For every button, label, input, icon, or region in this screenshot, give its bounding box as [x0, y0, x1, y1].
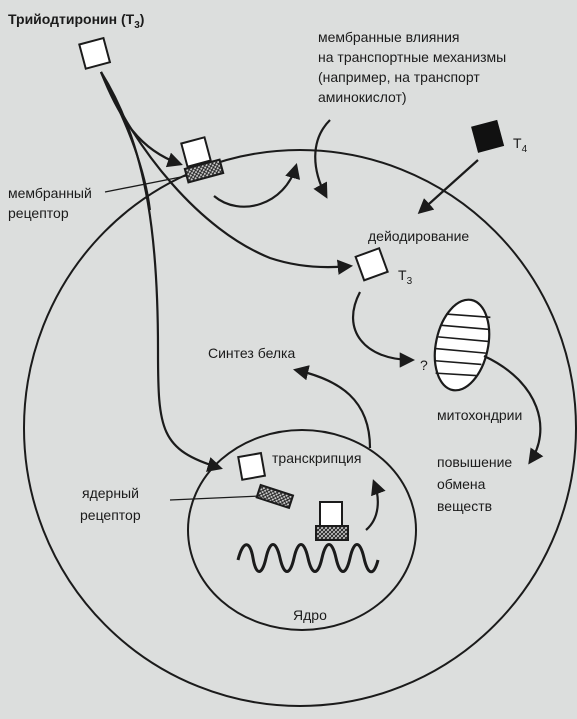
membrane-receptor-label-1: мембранный — [8, 185, 92, 201]
t3-cell-label: T3 — [398, 267, 413, 287]
nuclear-receptor-hatch — [257, 485, 293, 508]
t3-hormone-box-cell — [356, 248, 388, 280]
deiodination-label: дейодирование — [368, 228, 469, 244]
arrow-protein-synthesis — [296, 370, 370, 448]
membrane-receptor-label-2: рецептор — [8, 205, 69, 221]
mitochondrion — [427, 295, 497, 396]
mitochondria-label: митохондрии — [437, 407, 522, 423]
dna-strand — [238, 545, 378, 572]
arrow-t3-to-mitochondria — [353, 292, 412, 360]
increase-label-2: обмена — [437, 476, 486, 492]
arrow-t4-deiodination — [420, 160, 478, 212]
membrane-effects-1: мембранные влияния — [318, 29, 460, 45]
t3-nucleus-box — [238, 453, 265, 480]
arrow-to-membrane-receptor — [101, 72, 180, 164]
arrow-transcription — [366, 482, 378, 530]
arrow-membrane-effects — [315, 120, 330, 196]
membrane-effects-3: (например, на транспорт — [318, 69, 480, 85]
nucleus-label: Ядро — [293, 607, 327, 623]
membrane-effects-4: аминокислот) — [318, 89, 407, 105]
arrow-receptor-effect — [214, 166, 296, 207]
bound-receptor-hatch — [316, 526, 348, 540]
title: Трийодтиронин (T3) — [8, 11, 144, 31]
protein-synthesis-label: Синтез белка — [208, 345, 295, 361]
nuclear-receptor-pointer — [170, 496, 260, 500]
arrow-to-nuclear-receptor — [101, 72, 220, 468]
increase-label-3: веществ — [437, 498, 492, 514]
transcription-label: транскрипция — [272, 450, 361, 466]
t4-label: T4 — [513, 135, 528, 155]
arrow-into-cell-t3 — [101, 72, 350, 267]
membrane-effects-2: на транспортные механизмы — [318, 49, 506, 65]
question-mark: ? — [420, 357, 428, 373]
nuclear-receptor-label-2: рецептор — [80, 507, 141, 523]
nuclear-receptor-label-1: ядерный — [82, 485, 139, 501]
t3-hormone-box-top — [79, 38, 110, 69]
bound-t3-box — [320, 502, 342, 526]
t4-hormone-box — [472, 121, 503, 152]
increase-label-1: повышение — [437, 454, 512, 470]
